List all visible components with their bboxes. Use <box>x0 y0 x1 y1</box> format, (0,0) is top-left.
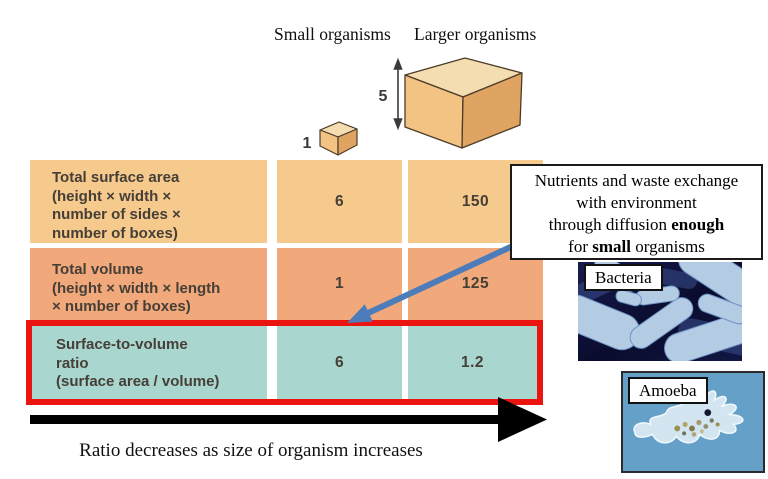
amoeba-cell <box>633 386 744 444</box>
amoeba-label: Amoeba <box>628 377 708 404</box>
row-label-cell: Total volume (height × width × length × … <box>30 248 267 320</box>
table-row-volume: Total volume (height × width × length × … <box>30 248 543 320</box>
row-label-line: ratio <box>56 354 89 372</box>
table-row-ratio-highlighted: Surface-to-volume ratio (surface area / … <box>26 320 543 405</box>
row-label-line: Total surface area <box>52 169 180 186</box>
row-label-line: Total volume <box>52 261 144 278</box>
bacteria-image: Bacteria <box>578 262 742 361</box>
ratio-small-value: 6 <box>277 326 402 399</box>
small-cube-scale-label: 1 <box>303 135 312 152</box>
large-cube <box>404 57 523 149</box>
table-row-surface-area: Total surface area (height × width × num… <box>30 160 543 243</box>
volume-small-value: 1 <box>277 248 402 320</box>
row-label-line: number of boxes) <box>52 224 178 242</box>
trend-caption: Ratio decreases as size of organism incr… <box>79 440 423 461</box>
row-label-line: Surface-to-volume <box>56 336 188 353</box>
amoeba-image: Amoeba <box>621 371 765 473</box>
cube-illustration: 5 1 <box>303 57 523 156</box>
column-header-larger-organisms: Larger organisms <box>414 24 537 44</box>
callout-line: through diffusion enough <box>548 215 725 234</box>
callout-line: for small organisms <box>568 237 705 256</box>
large-cube-scale-label: 5 <box>379 88 388 105</box>
bacteria-label: Bacteria <box>584 264 663 291</box>
column-header-small-organisms: Small organisms <box>274 24 391 44</box>
amoeba-granules <box>674 409 720 437</box>
ratio-trend-arrow-icon <box>30 397 547 442</box>
row-label-cell: Total surface area (height × width × num… <box>30 160 267 243</box>
row-label-line: (height × width × <box>52 187 172 205</box>
surface-area-small-value: 6 <box>277 160 402 243</box>
amoeba-nucleus-dot <box>704 409 712 416</box>
row-label-line: (height × width × length <box>52 279 221 297</box>
row-label-line: number of sides × <box>52 206 181 223</box>
callout-box: Nutrients and waste exchange with enviro… <box>510 164 763 260</box>
ratio-large-value: 1.2 <box>408 326 537 399</box>
dimension-arrow-icon <box>393 57 403 131</box>
small-cube <box>319 121 358 156</box>
callout-line: with environment <box>576 193 697 212</box>
row-label-line: × number of boxes) <box>52 298 191 315</box>
row-label-line: (surface area / volume) <box>56 373 220 390</box>
row-label-cell: Surface-to-volume ratio (surface area / … <box>32 326 267 399</box>
callout-line: Nutrients and waste exchange <box>534 171 739 190</box>
